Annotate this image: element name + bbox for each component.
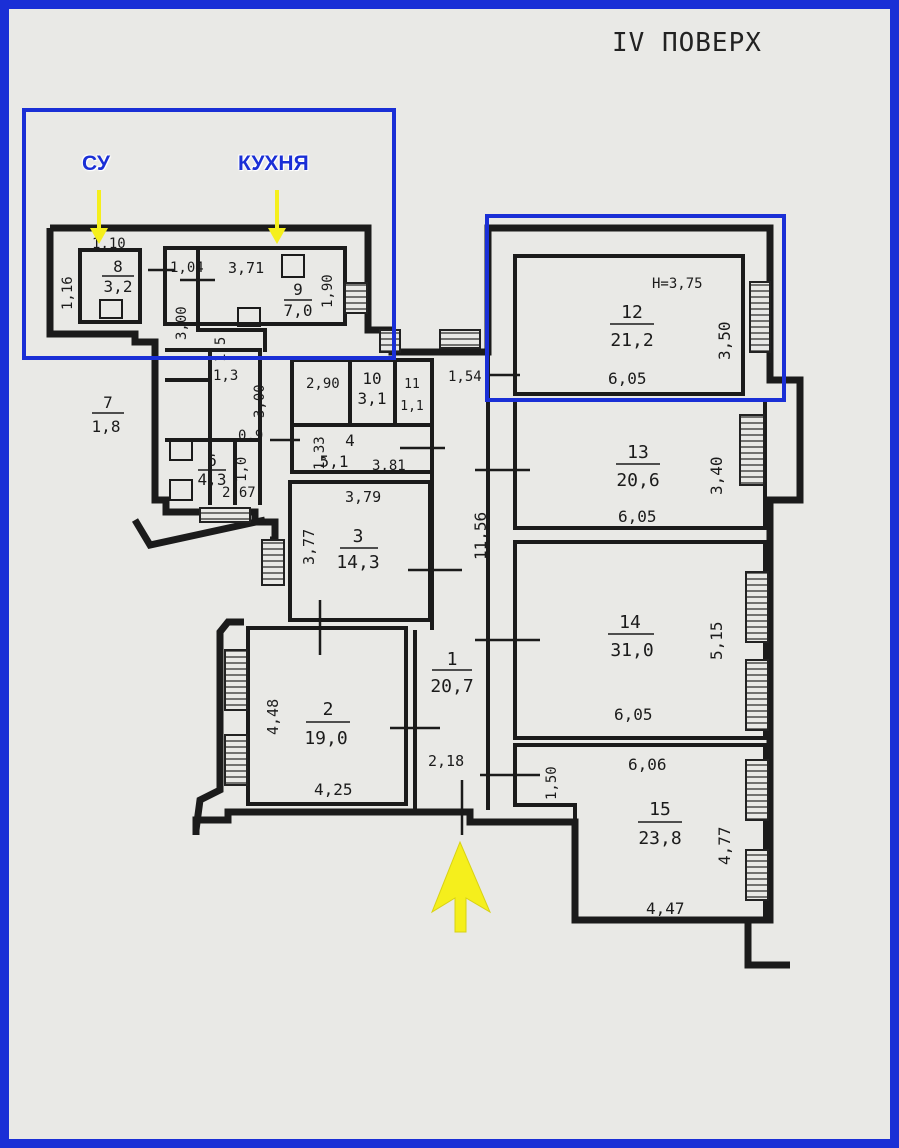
dim-1-54: 1,54: [448, 369, 482, 385]
dimension-labels: 1,16 1,10 1,04 3,71 1,90 3,00 1,5 1,3 3,…: [60, 236, 734, 918]
bathroom-callout-label: СУ: [82, 152, 110, 175]
dim-3-81: 3,81: [372, 458, 406, 474]
dim-1-50: 1,50: [544, 766, 560, 800]
kitchen-callout-label: КУХНЯ: [238, 152, 309, 175]
room-labels: 8 3,2 9 7,0 7 1,8 6 4,3 10 3,1 11 1,1 4 …: [92, 257, 682, 849]
bathroom-arrowhead: [90, 228, 108, 244]
fraction-bars: [92, 275, 682, 823]
room-14-area: 31,0: [610, 640, 653, 661]
dim-5-15: 5,15: [707, 621, 726, 660]
room-10-number: 10: [362, 369, 381, 388]
kitchen-arrowhead: [268, 228, 286, 244]
door-marks: [148, 268, 540, 835]
floor-title: IV ПОВЕРХ: [612, 28, 762, 58]
dim-3-40: 3,40: [707, 456, 726, 495]
room-4-number: 4: [345, 431, 355, 450]
dim-1-0: 1,0: [234, 457, 250, 482]
room-1-number: 1: [447, 649, 458, 670]
room-8-number: 8: [113, 257, 123, 276]
dim-2-18: 2,18: [428, 752, 464, 770]
highlight-boxes: [22, 108, 786, 402]
room-6-area: 4,3: [198, 470, 227, 489]
dim-6-05-r12: 6,05: [608, 369, 647, 388]
fixtures: [99, 254, 305, 501]
room-3-area: 14,3: [336, 552, 379, 573]
room-3-number: 3: [353, 526, 364, 547]
dim-4-77: 4,77: [715, 826, 734, 865]
dim-2-90: 2,90: [306, 376, 340, 392]
dim-3-00-b: 3,00: [252, 384, 268, 418]
room-12-highlight: [485, 214, 786, 402]
dim-0-9: 0,9: [238, 428, 263, 444]
room-7-area: 1,8: [92, 417, 121, 436]
room-13-number: 13: [627, 442, 649, 463]
dim-1-33: 1,33: [312, 436, 328, 470]
room-2-number: 2: [323, 699, 334, 720]
dim-3-79: 3,79: [345, 488, 381, 506]
room-15-number: 15: [649, 799, 671, 820]
dim-4-47: 4,47: [646, 899, 685, 918]
dim-1-3: 1,3: [213, 368, 238, 384]
entrance-arrow-icon: [430, 840, 492, 933]
dim-4-48: 4,48: [264, 699, 282, 735]
dim-ceiling-height: H=3,75: [652, 276, 703, 292]
dim-3-77: 3,77: [300, 529, 318, 565]
room-1-area: 20,7: [430, 676, 473, 697]
room-11-number: 11: [404, 377, 420, 392]
room-7-number: 7: [103, 393, 113, 412]
dim-1-5: 1,5: [213, 337, 229, 362]
callout-arrows: [90, 190, 286, 244]
room-8-area: 3,2: [104, 277, 133, 296]
dim-6-06: 6,06: [628, 755, 667, 774]
dim-1-90: 1,90: [320, 274, 336, 308]
room-2-area: 19,0: [304, 728, 347, 749]
room-12-number: 12: [621, 302, 643, 323]
dim-6-05-r14: 6,05: [614, 705, 653, 724]
room-12-area: 21,2: [610, 330, 653, 351]
room-13-area: 20,6: [616, 470, 659, 491]
dim-1-04: 1,04: [170, 260, 204, 276]
dim-3-50: 3,50: [715, 321, 734, 360]
room-9-area: 7,0: [284, 301, 313, 320]
dim-2-67: 2,67: [222, 485, 256, 501]
room-9-number: 9: [293, 280, 303, 299]
room-11-area: 1,1: [400, 399, 423, 414]
room-15-area: 23,8: [638, 828, 681, 849]
outer-walls: [46, 224, 804, 969]
windows: [199, 281, 771, 901]
room-14-number: 14: [619, 612, 641, 633]
dim-1-16: 1,16: [60, 276, 76, 310]
dim-6-05-r13: 6,05: [618, 507, 657, 526]
room-10-area: 3,1: [358, 389, 387, 408]
dim-3-00-a: 3,00: [174, 306, 190, 340]
dim-11-56: 11,56: [471, 512, 490, 560]
dim-4-25: 4,25: [314, 780, 353, 799]
room-6-number: 6: [207, 451, 217, 470]
kitchen-bathroom-highlight: [22, 108, 396, 360]
room-4-area: 5,1: [320, 452, 349, 471]
dim-3-71: 3,71: [228, 259, 264, 277]
